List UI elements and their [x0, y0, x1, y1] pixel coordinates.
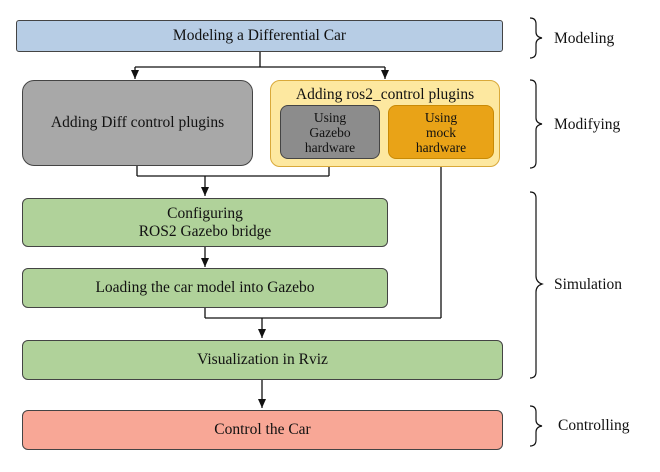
- diff-plugins-label: Adding Diff control plugins: [50, 114, 225, 131]
- mock-hardware-box: Using mock hardware: [388, 105, 494, 159]
- brace-modifying: [529, 79, 543, 169]
- gazebo-hardware-box: Using Gazebo hardware: [280, 105, 380, 159]
- brace-modeling: [529, 17, 543, 59]
- control-car-box: Control the Car: [22, 410, 503, 450]
- rviz-label: Visualization in Rviz: [197, 351, 328, 368]
- phase-modifying-label: Modifying: [554, 116, 621, 133]
- brace-simulation: [529, 191, 544, 379]
- bridge-label: Configuring ROS2 Gazebo bridge: [138, 204, 272, 240]
- diff-plugins-box: Adding Diff control plugins: [22, 80, 253, 166]
- load-model-box: Loading the car model into Gazebo: [22, 268, 388, 308]
- control-car-label: Control the Car: [214, 421, 311, 438]
- phase-controlling-label: Controlling: [558, 417, 630, 434]
- load-model-label: Loading the car model into Gazebo: [95, 279, 315, 296]
- brace-controlling: [529, 405, 543, 447]
- phase-simulation-label: Simulation: [554, 276, 623, 293]
- gazebo-hardware-label: Using Gazebo hardware: [304, 109, 356, 155]
- bridge-box: Configuring ROS2 Gazebo bridge: [22, 198, 388, 247]
- phase-modeling-label: Modeling: [554, 30, 615, 47]
- modeling-car-label: Modeling a Differential Car: [172, 27, 347, 44]
- mock-hardware-label: Using mock hardware: [415, 109, 467, 155]
- modeling-car-box: Modeling a Differential Car: [16, 20, 503, 52]
- ros2-plugins-label: Adding ros2_control plugins: [295, 86, 475, 103]
- rviz-box: Visualization in Rviz: [22, 340, 503, 380]
